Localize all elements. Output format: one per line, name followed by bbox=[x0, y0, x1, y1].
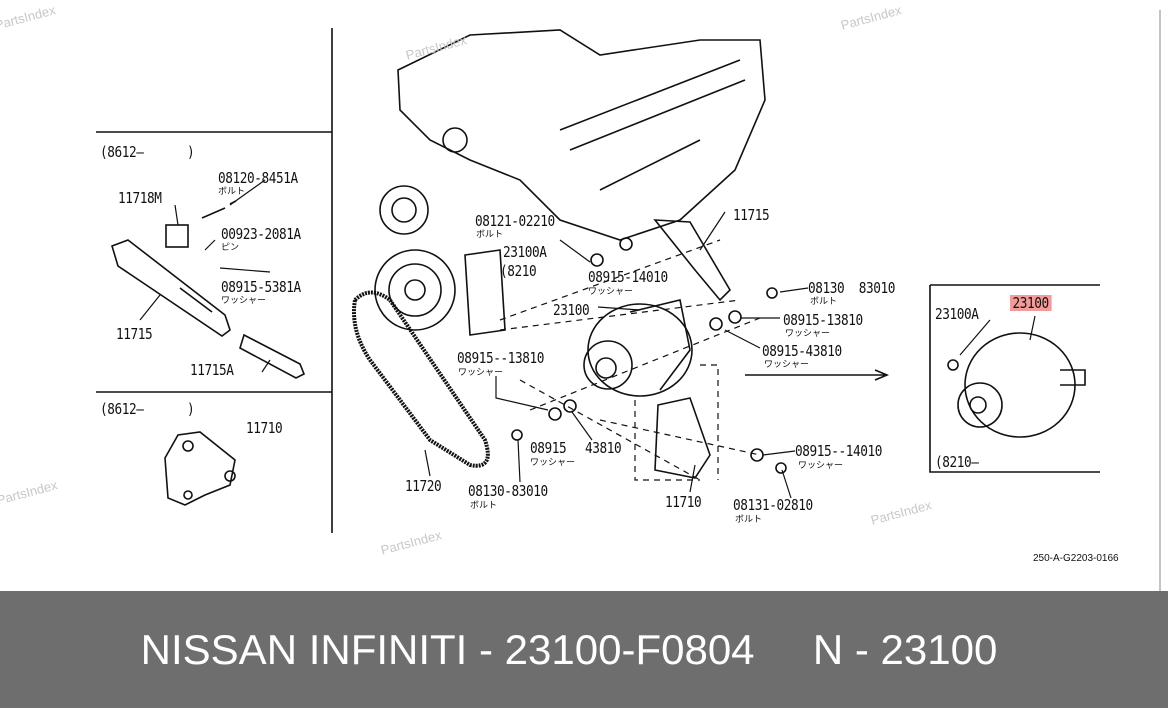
footer-title: NISSAN INFINITI - 23100-F0804 N - 23100 bbox=[140, 625, 998, 673]
part-name: ワッシャー bbox=[798, 461, 844, 471]
arrow-icon bbox=[745, 369, 890, 381]
part-number[interactable]: 08915 bbox=[530, 439, 567, 457]
part-number[interactable]: 23100 bbox=[553, 301, 590, 319]
bolt-icon bbox=[201, 200, 237, 219]
part-number[interactable]: 11720 bbox=[405, 477, 442, 495]
bracket-11710 bbox=[654, 397, 711, 479]
part-number[interactable]: 08915--13810 bbox=[457, 349, 545, 367]
diagram-drawing bbox=[96, 10, 1161, 591]
part-name: ワッシャー bbox=[530, 458, 576, 468]
part-number[interactable]: 43810 bbox=[585, 439, 622, 457]
footer-banner: NISSAN INFINITI - 23100-F0804 N - 23100 bbox=[0, 591, 1168, 708]
part-name: ワッシャー bbox=[588, 287, 634, 297]
part-number[interactable]: 11710 bbox=[665, 493, 702, 511]
part-number[interactable]: 08915-5381A bbox=[221, 278, 301, 296]
part-number[interactable]: 08915-43810 bbox=[762, 342, 842, 360]
part-number[interactable]: 08915-13810 bbox=[783, 311, 863, 329]
range-label: (8210 bbox=[500, 262, 537, 280]
part-number[interactable]: 08120-8451A bbox=[218, 169, 298, 187]
part-number[interactable]: 23100A bbox=[503, 243, 547, 261]
part-name: ワッシャー bbox=[458, 368, 504, 378]
drive-belt-11720 bbox=[352, 290, 490, 468]
inset-border bbox=[929, 284, 1100, 473]
part-name: ボルト bbox=[810, 297, 838, 307]
part-number[interactable]: 08121-02210 bbox=[475, 212, 555, 230]
bracket-11718m bbox=[165, 224, 189, 248]
part-name: ボルト bbox=[476, 230, 504, 240]
part-name: ワッシャー bbox=[221, 296, 267, 306]
part-name: ピン bbox=[221, 243, 240, 253]
part-number[interactable]: 08915-14010 bbox=[588, 268, 668, 286]
bolt-11715a bbox=[239, 333, 306, 379]
drawing-code: 250-A-G2203-0166 bbox=[1033, 553, 1119, 564]
highlighted-part-number[interactable]: 23100 bbox=[1010, 295, 1052, 311]
part-number[interactable]: 08130-83010 bbox=[468, 482, 548, 500]
part-number[interactable]: 11718M bbox=[118, 189, 162, 207]
range-label: (8210– bbox=[935, 453, 979, 471]
part-number[interactable]: 23100A bbox=[935, 305, 979, 323]
part-name: ボルト bbox=[218, 187, 246, 197]
part-number[interactable]: 08131-02810 bbox=[733, 496, 813, 514]
inset-alternator bbox=[947, 332, 1086, 438]
range-label: (8612– ) bbox=[100, 400, 195, 418]
dashed-leaders bbox=[499, 239, 761, 481]
part-name: ボルト bbox=[470, 501, 498, 511]
part-number[interactable]: 11710 bbox=[246, 419, 283, 437]
bracket-11710-small bbox=[164, 431, 236, 506]
parts-diagram: PartsIndex PartsIndex PartsIndex PartsIn… bbox=[0, 2, 1161, 591]
adjusting-bar-main bbox=[653, 219, 732, 302]
leader-lines bbox=[139, 179, 1036, 499]
part-name: ワッシャー bbox=[764, 360, 810, 370]
part-name: ワッシャー bbox=[785, 329, 831, 339]
part-number[interactable]: 11715 bbox=[733, 206, 770, 224]
part-number[interactable]: 08915--14010 bbox=[795, 442, 883, 460]
part-number[interactable]: 11715 bbox=[116, 325, 153, 343]
part-name: ボルト bbox=[735, 515, 763, 525]
adjusting-bar-11715 bbox=[111, 239, 231, 337]
panel-border bbox=[96, 28, 333, 533]
engine-block bbox=[374, 29, 766, 336]
part-number[interactable]: 08130 83010 bbox=[808, 279, 896, 297]
alternator-23100 bbox=[583, 299, 693, 397]
range-label: (8612– ) bbox=[100, 143, 195, 161]
part-number[interactable]: 11715A bbox=[190, 361, 234, 379]
part-number[interactable]: 00923-2081A bbox=[221, 225, 301, 243]
